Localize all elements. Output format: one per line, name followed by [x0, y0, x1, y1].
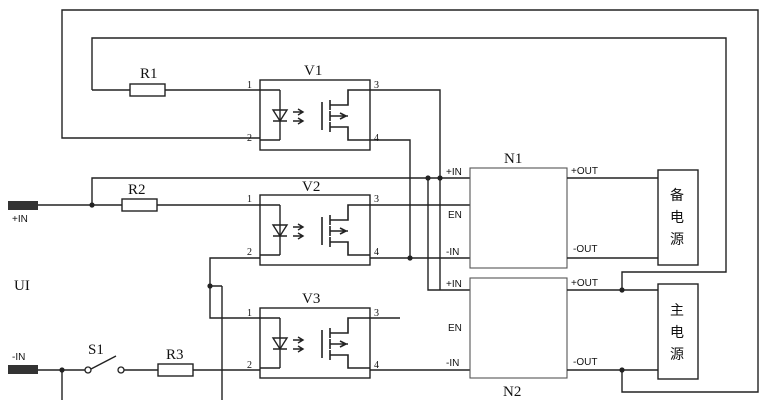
n1-label: N1: [504, 151, 522, 167]
backup-source-body: [657, 169, 699, 266]
v2-pin4: 4: [374, 247, 379, 258]
n2-plus-out-junction: [619, 287, 625, 293]
v1-pin4-wire: [370, 139, 411, 258]
v2-body: [259, 194, 371, 266]
r3-label: R3: [166, 347, 184, 363]
v1-optocoupler: V1 1 2 3 4: [247, 63, 379, 151]
n1-minus-in-label: -IN: [446, 247, 459, 258]
main-power-source: 主 电 源: [657, 283, 699, 380]
backup-power-source: 备 电 源: [657, 169, 699, 266]
v2-pin3: 3: [374, 194, 379, 205]
n2-label: N2: [503, 384, 521, 400]
plus-in-to-n1-wire: [91, 177, 470, 205]
n1-minus-out-label: -OUT: [573, 244, 597, 255]
v3-label: V3: [302, 291, 320, 307]
n2-en-label: EN: [448, 323, 462, 334]
n1-plus-in-junction-2: [437, 175, 443, 181]
s1-label: S1: [88, 342, 104, 358]
v2-pin2: 2: [247, 247, 252, 258]
backup-source-char-3: 源: [670, 232, 684, 248]
outer-loop-wire: [61, 9, 759, 393]
plus-in-terminal: [8, 201, 38, 210]
v3-down-wire: [210, 285, 223, 400]
n1-plus-in-label: +IN: [446, 167, 462, 178]
v2-optocoupler: V2 1 2 3 4: [247, 179, 379, 266]
v1-pin3-wire: [370, 89, 441, 290]
n2-minus-in-label: -IN: [446, 358, 459, 369]
main-source-body: [657, 283, 699, 380]
v2-pin2-wire: [209, 257, 260, 319]
n2-minus-out-junction: [619, 367, 625, 373]
v1-pin2: 2: [247, 133, 252, 144]
minus-in-label: -IN: [12, 352, 25, 363]
v3-pin1: 1: [247, 308, 252, 319]
r2-resistor: [121, 198, 158, 212]
v3-body: [259, 307, 371, 379]
v3-optocoupler: V3 1 2 3 4: [247, 291, 379, 379]
backup-source-char-1: 备: [670, 187, 684, 204]
v2-label: V2: [302, 179, 320, 195]
main-source-char-3: 源: [670, 347, 684, 363]
inner-loop-wire: [91, 37, 727, 290]
v1-body: [259, 79, 371, 151]
n2-plus-out-label: +OUT: [571, 278, 598, 289]
n1-en-label: EN: [448, 210, 462, 221]
n1-module: N1 +IN EN -IN +OUT -OUT: [446, 151, 598, 269]
minus-in-terminal: [8, 365, 38, 374]
s1-contact-left: [84, 366, 92, 374]
n1-plus-out-label: +OUT: [571, 166, 598, 177]
n2-plus-in-label: +IN: [446, 279, 462, 290]
v3-pin3: 3: [374, 308, 379, 319]
r2-label: R2: [128, 182, 146, 198]
v1-pin4: 4: [374, 133, 379, 144]
ui-label: UI: [14, 278, 30, 294]
v3-pin2: 2: [247, 360, 252, 371]
n2-body: [469, 277, 568, 379]
v1-pin3: 3: [374, 80, 379, 91]
r1-label: R1: [140, 66, 158, 82]
plus-in-label: +IN: [12, 214, 28, 225]
n2-minus-out-label: -OUT: [573, 357, 597, 368]
n1-body: [469, 167, 568, 269]
v2-pin1: 1: [247, 194, 252, 205]
r1-resistor: [129, 83, 166, 97]
s1-switch-lever[interactable]: [90, 355, 117, 370]
v1-label: V1: [304, 63, 322, 79]
v3-pin4: 4: [374, 360, 379, 371]
main-source-char-2: 电: [670, 325, 684, 341]
n2-module: N2 +IN EN -IN +OUT -OUT: [446, 277, 598, 400]
n1-minus-in-junction: [407, 255, 413, 261]
v1-pin1: 1: [247, 80, 252, 91]
n2-plus-in-wire: [427, 178, 470, 291]
backup-source-char-2: 电: [670, 210, 684, 226]
main-source-char-1: 主: [670, 303, 684, 319]
s1-contact-right: [117, 366, 125, 374]
r3-resistor: [157, 363, 194, 377]
